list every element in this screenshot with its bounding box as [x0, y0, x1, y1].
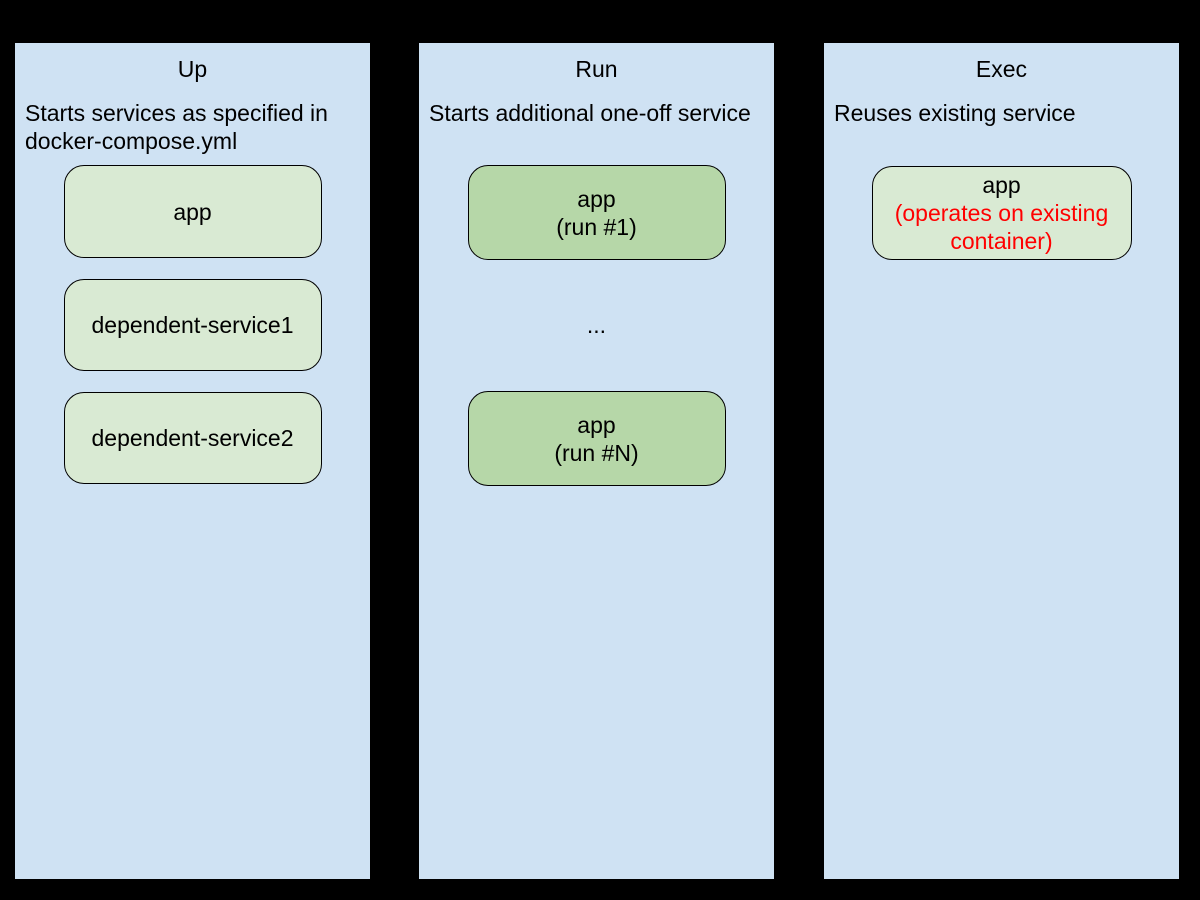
panel-description: Reuses existing service — [834, 100, 1076, 126]
service-box-sublabel: (operates on existing container) — [894, 200, 1109, 254]
panel-title: Run — [575, 56, 618, 82]
service-box-app-exec: app (operates on existing container) — [871, 166, 1132, 260]
panel-up: Up Starts services as specified in docke… — [13, 41, 372, 881]
panel-exec: Exec Reuses existing service app (operat… — [822, 41, 1181, 881]
panel-run: Run Starts additional one-off service ap… — [417, 41, 776, 881]
panel-description: Starts additional one-off service — [429, 100, 751, 126]
service-box-dependent-service1: dependent-service1 — [63, 279, 322, 371]
service-box-label: app (run #1) — [556, 185, 637, 240]
panel-description: Starts services as specified in docker-c… — [25, 100, 328, 154]
ellipsis-more-runs: ... — [586, 312, 607, 338]
service-box-app: app — [63, 165, 322, 258]
service-box-app-run-n: app (run #N) — [467, 391, 726, 486]
service-box-label: app (run #N) — [554, 411, 639, 466]
service-box-dependent-service2: dependent-service2 — [63, 392, 322, 484]
panel-title: Exec — [975, 56, 1028, 82]
service-box-label: dependent-service1 — [91, 312, 294, 338]
service-box-label: dependent-service2 — [91, 425, 294, 451]
service-box-app-run-1: app (run #1) — [467, 165, 726, 260]
panel-title: Up — [177, 56, 208, 82]
service-box-label: app — [173, 198, 212, 225]
service-box-label: app — [982, 172, 1021, 198]
